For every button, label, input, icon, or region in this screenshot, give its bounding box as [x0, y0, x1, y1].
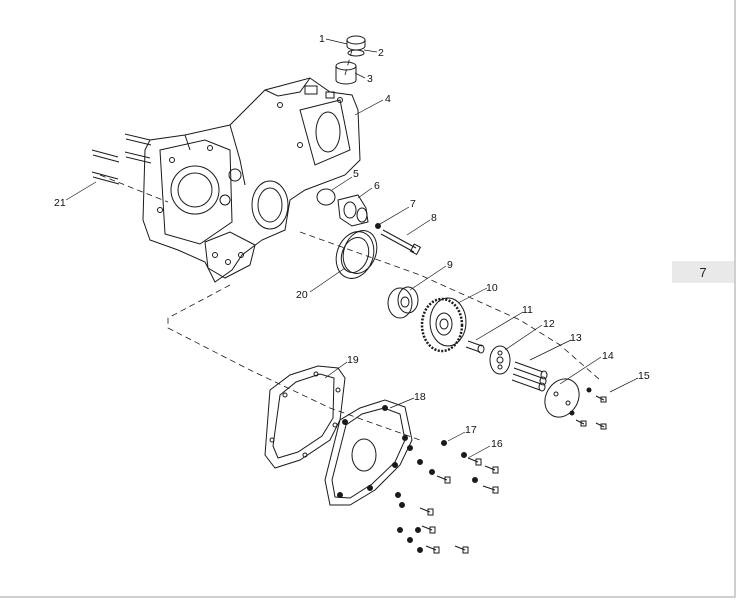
- callout-1: 1: [319, 33, 325, 45]
- seal-ring-part: [335, 230, 378, 279]
- callout-21: 21: [54, 197, 66, 209]
- cover-screws-part: [395, 440, 499, 554]
- callout-15: 15: [638, 370, 650, 382]
- small-screws-part: [569, 387, 607, 430]
- assembly-dash-lines: [99, 49, 601, 441]
- callout-12: 12: [543, 318, 555, 330]
- angle-fitting-part: [337, 194, 369, 227]
- hub-part: [387, 286, 419, 319]
- leader-lines: [65, 38, 639, 459]
- front-cover-part: [324, 399, 413, 506]
- callout-7: 7: [410, 198, 416, 210]
- page-number-label: 7: [699, 264, 707, 280]
- gear-housing: [142, 77, 361, 283]
- cap-part: [346, 35, 366, 57]
- callout-14: 14: [602, 350, 614, 362]
- bolt-set-part: [511, 361, 548, 392]
- callout-18: 18: [414, 391, 426, 403]
- pin-part: [465, 340, 485, 354]
- callout-11: 11: [522, 304, 533, 316]
- callout-5: 5: [353, 168, 359, 180]
- callout-16: 16: [491, 438, 503, 450]
- callout-17: 17: [465, 424, 477, 436]
- gear-part: [420, 297, 467, 353]
- callout-3: 3: [367, 73, 373, 85]
- callout-9: 9: [447, 259, 453, 271]
- o-ring-part: [316, 188, 336, 206]
- page-number-tab: 7: [672, 261, 734, 283]
- sleeve-part: [335, 61, 357, 85]
- stud-bolts: [91, 133, 152, 185]
- thrust-plate-part: [489, 345, 511, 375]
- gasket-part: [264, 365, 346, 469]
- cover-plate-part: [544, 378, 580, 418]
- long-bolt-part: [380, 229, 422, 256]
- washer-part: [375, 223, 381, 229]
- callout-20: 20: [296, 289, 308, 301]
- callout-8: 8: [431, 212, 437, 224]
- callout-2: 2: [378, 47, 384, 59]
- callout-6: 6: [374, 180, 380, 192]
- callout-labels: 1 2 3 4 5 6 7 8 9 10 11 12 13 14 15 16 1…: [54, 33, 650, 450]
- callout-10: 10: [486, 282, 498, 294]
- callout-13: 13: [570, 332, 582, 344]
- callout-19: 19: [347, 354, 359, 366]
- callout-4: 4: [385, 93, 391, 105]
